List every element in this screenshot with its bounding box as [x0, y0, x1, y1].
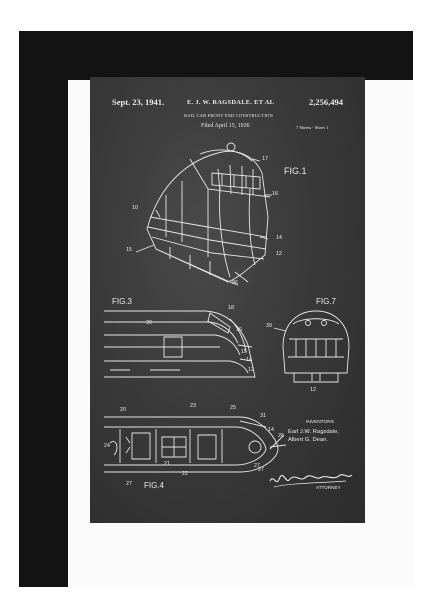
fig3-label: FIG.3: [112, 297, 133, 306]
fig1-label: FIG.1: [284, 166, 307, 176]
ref-number: 20: [120, 407, 126, 413]
ref-number: 27: [126, 481, 132, 487]
ref-number: 10: [132, 205, 138, 211]
signature-scribble: [270, 475, 352, 482]
filed-date: Filed April 15, 1936: [201, 123, 250, 129]
patent-subtitle: RAIL CAR FRONT END CONSTRUCTION: [184, 113, 273, 118]
ref-number: 14: [246, 357, 252, 363]
inventor-name-1: Earl J.W. Ragsdale,: [288, 429, 339, 435]
fig7-label: FIG.7: [316, 297, 337, 306]
fig4-label: FIG.4: [144, 481, 165, 490]
patent-date: Sept. 23, 1941.: [112, 97, 165, 107]
ref-number: 15: [241, 349, 247, 355]
fig7-front-view: [274, 311, 349, 382]
ref-number: 39: [266, 323, 272, 329]
ref-number: 17: [262, 156, 268, 162]
inventors-heading: INVENTORS: [306, 420, 334, 425]
ref-number: 96: [232, 280, 238, 286]
sheet-count: 7 Sheets - Sheet 1: [296, 125, 329, 130]
patent-authors: E. J. W. RAGSDALE. ET AL: [187, 99, 275, 106]
ref-number: 23: [190, 403, 196, 409]
blueprint-chalkboard: Sept. 23, 1941. E. J. W. RAGSDALE. ET AL…: [90, 77, 365, 523]
ref-number: 12: [310, 387, 316, 393]
patent-drawings: [90, 77, 365, 523]
ref-number: 22: [182, 471, 188, 477]
ref-number: 27: [254, 463, 260, 469]
ref-number: 14: [268, 427, 274, 433]
ref-number: 16: [272, 191, 278, 197]
ref-number: 25: [230, 405, 236, 411]
ref-number: 16: [236, 327, 242, 333]
ref-number: 24: [104, 443, 110, 449]
fig4-plan-view: [104, 417, 286, 472]
ref-number: 39: [146, 320, 152, 326]
ref-number: 14: [276, 235, 282, 241]
ref-number: 15: [126, 247, 132, 253]
ref-number: 12: [276, 251, 282, 257]
fig3-side-view: [104, 311, 255, 377]
inventor-name-2: Albert G. Dean.: [288, 437, 328, 443]
ref-number: 18: [228, 305, 234, 311]
patent-number: 2,256,494: [309, 97, 343, 107]
ref-number: 31: [260, 413, 266, 419]
ref-number: 12: [248, 367, 254, 373]
ref-number: 21: [164, 461, 170, 467]
ref-number: 27: [258, 467, 264, 473]
ref-number: 26: [278, 433, 284, 439]
fig1-train-perspective: [136, 143, 272, 285]
attorney-label: ATTORNEY: [316, 485, 341, 490]
